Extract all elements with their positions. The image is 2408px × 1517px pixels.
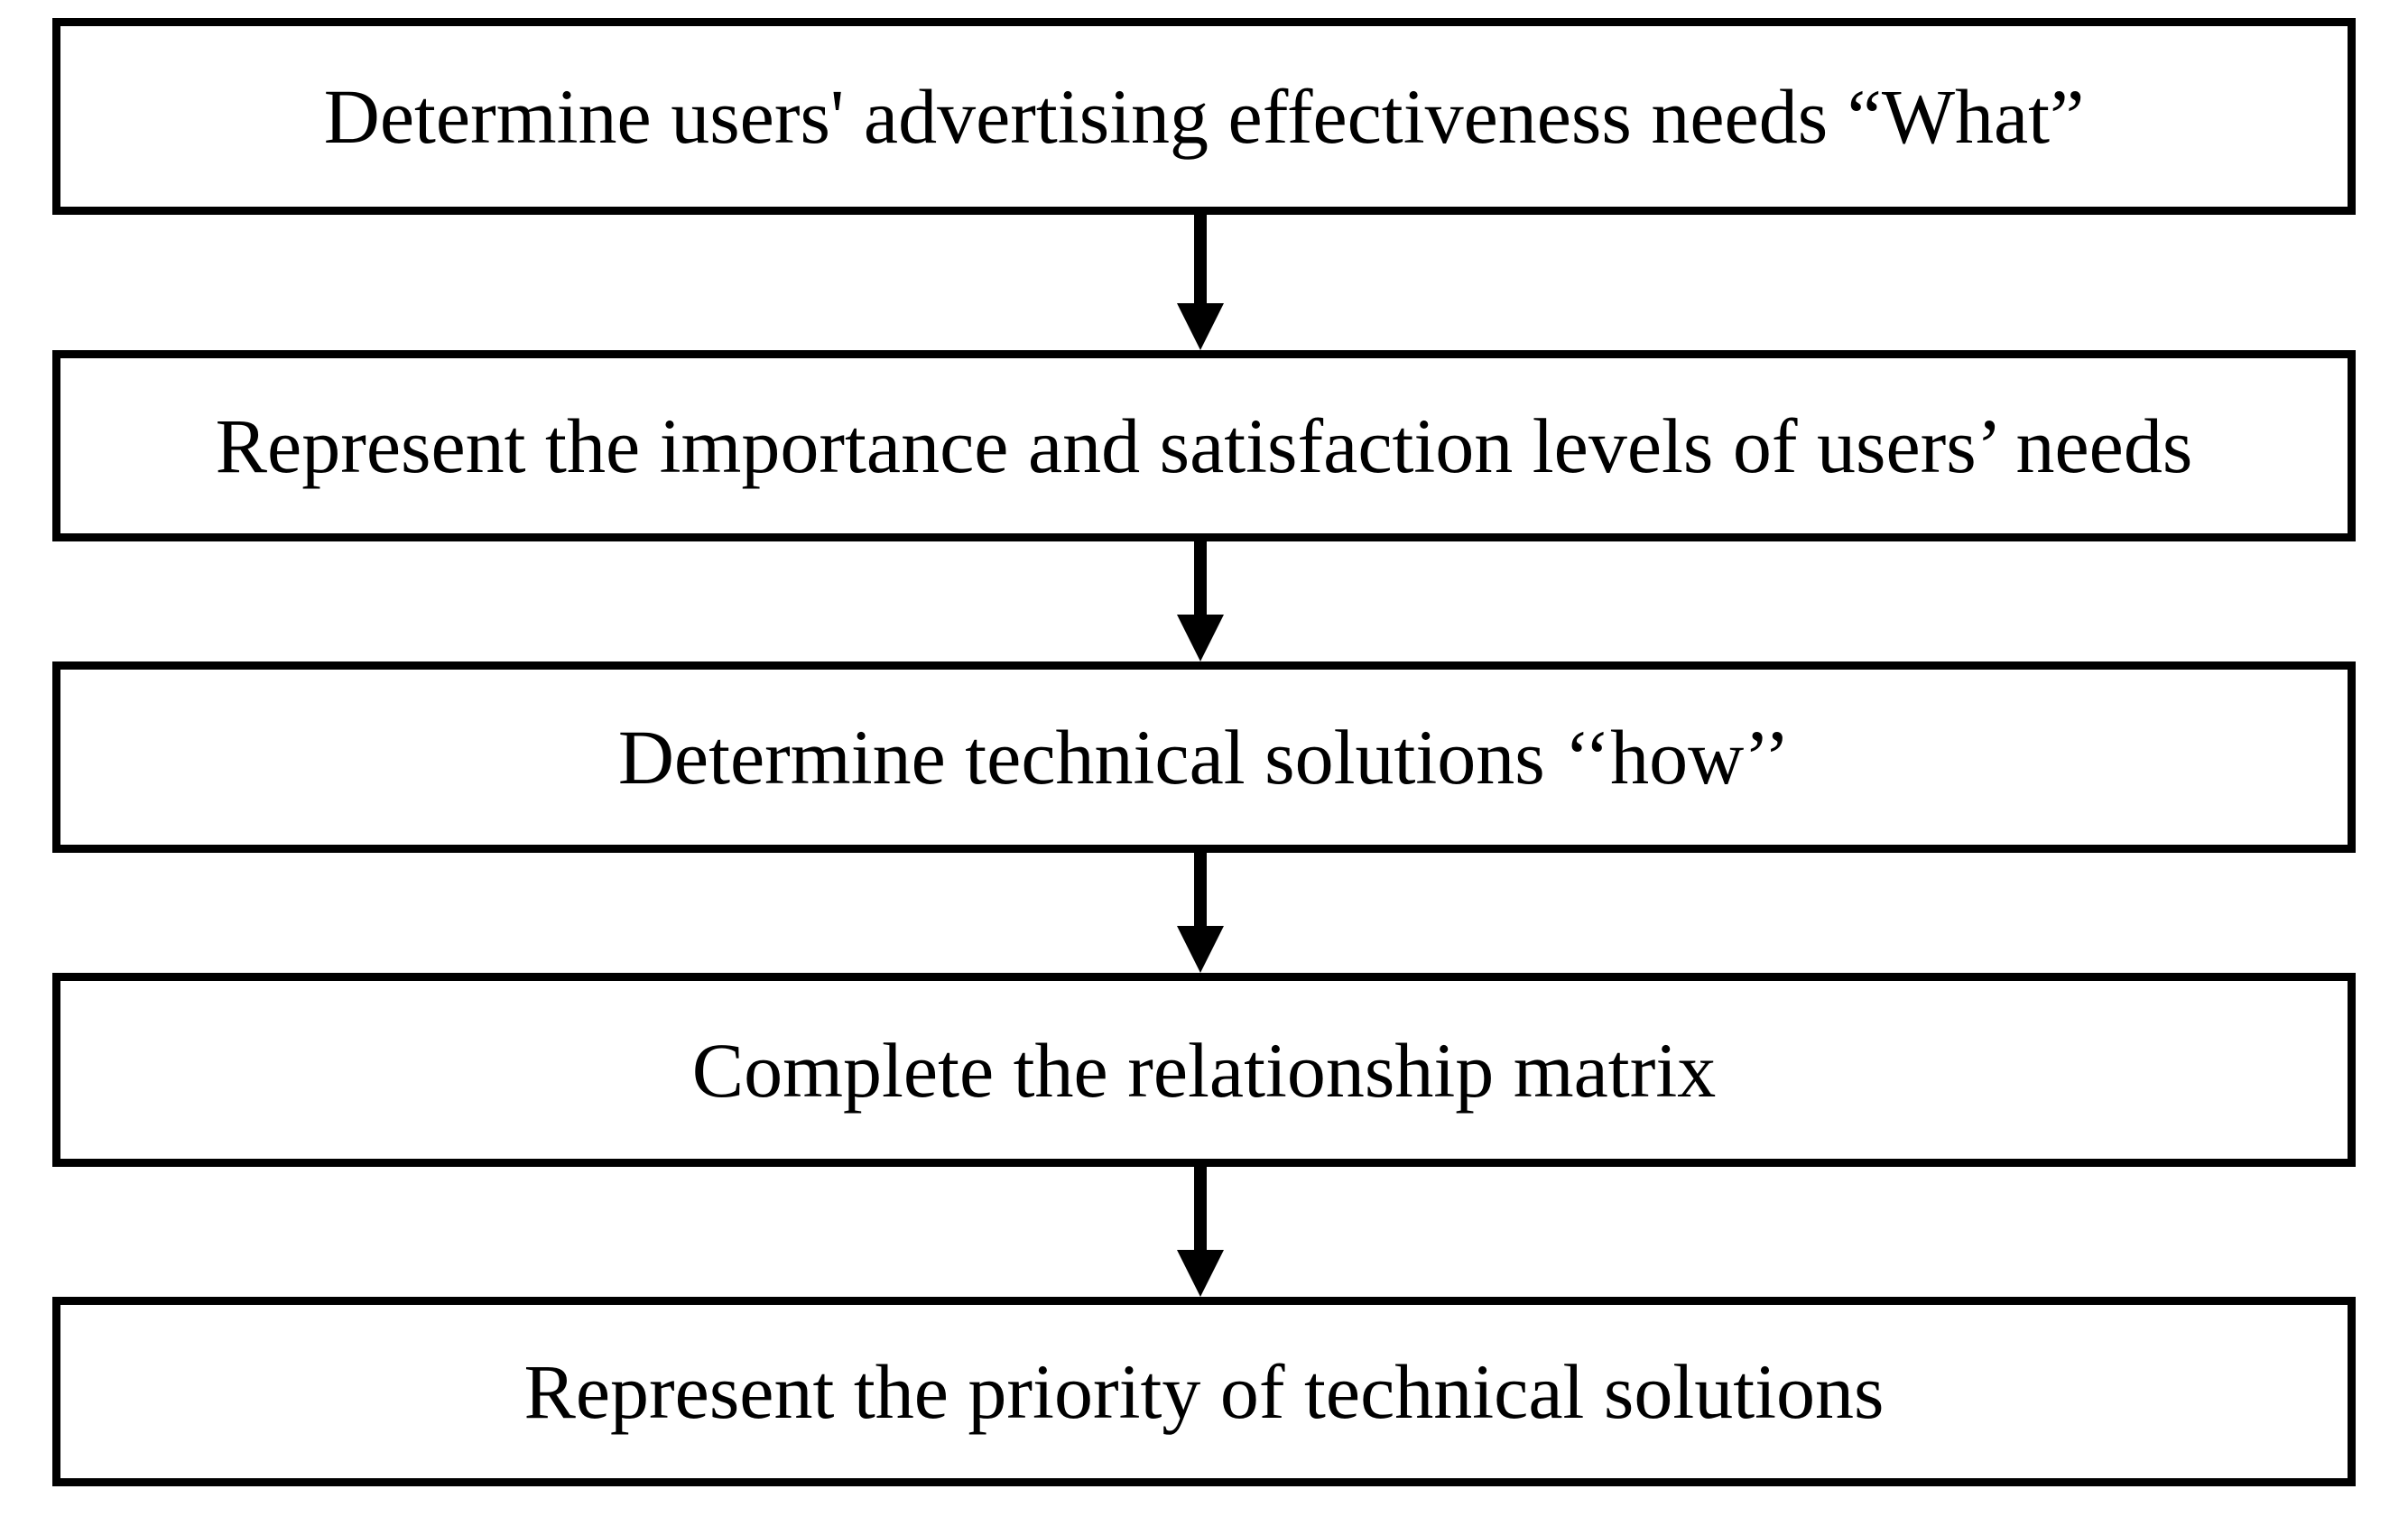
down-arrow-connector-1	[1177, 215, 1224, 350]
arrow-head-icon	[1177, 1250, 1224, 1297]
arrow-shaft	[1194, 541, 1207, 615]
flow-step-5-label: Represent the priority of technical solu…	[523, 1348, 1885, 1435]
flow-step-1: Determine users' advertising effectivene…	[52, 18, 2356, 215]
flow-step-2: Represent the importance and satisfactio…	[52, 350, 2356, 541]
arrow-head-icon	[1177, 926, 1224, 973]
flow-step-4-label: Complete the relationship matrix	[691, 1026, 1717, 1114]
down-arrow-connector-2	[1177, 541, 1224, 661]
flow-step-3: Determine technical solutions ‘‘how’’	[52, 661, 2356, 853]
down-arrow-connector-4	[1177, 1167, 1224, 1297]
arrow-head-icon	[1177, 303, 1224, 350]
flow-step-5: Represent the priority of technical solu…	[52, 1297, 2356, 1486]
arrow-shaft	[1194, 853, 1207, 926]
flow-step-4: Complete the relationship matrix	[52, 973, 2356, 1167]
flow-step-3-label: Determine technical solutions ‘‘how’’	[617, 714, 1791, 800]
arrow-shaft	[1194, 215, 1207, 303]
flow-step-1-label: Determine users' advertising effectivene…	[323, 73, 2085, 160]
arrow-head-icon	[1177, 615, 1224, 661]
down-arrow-connector-3	[1177, 853, 1224, 973]
arrow-shaft	[1194, 1167, 1207, 1250]
flow-step-2-label: Represent the importance and satisfactio…	[215, 402, 2193, 489]
